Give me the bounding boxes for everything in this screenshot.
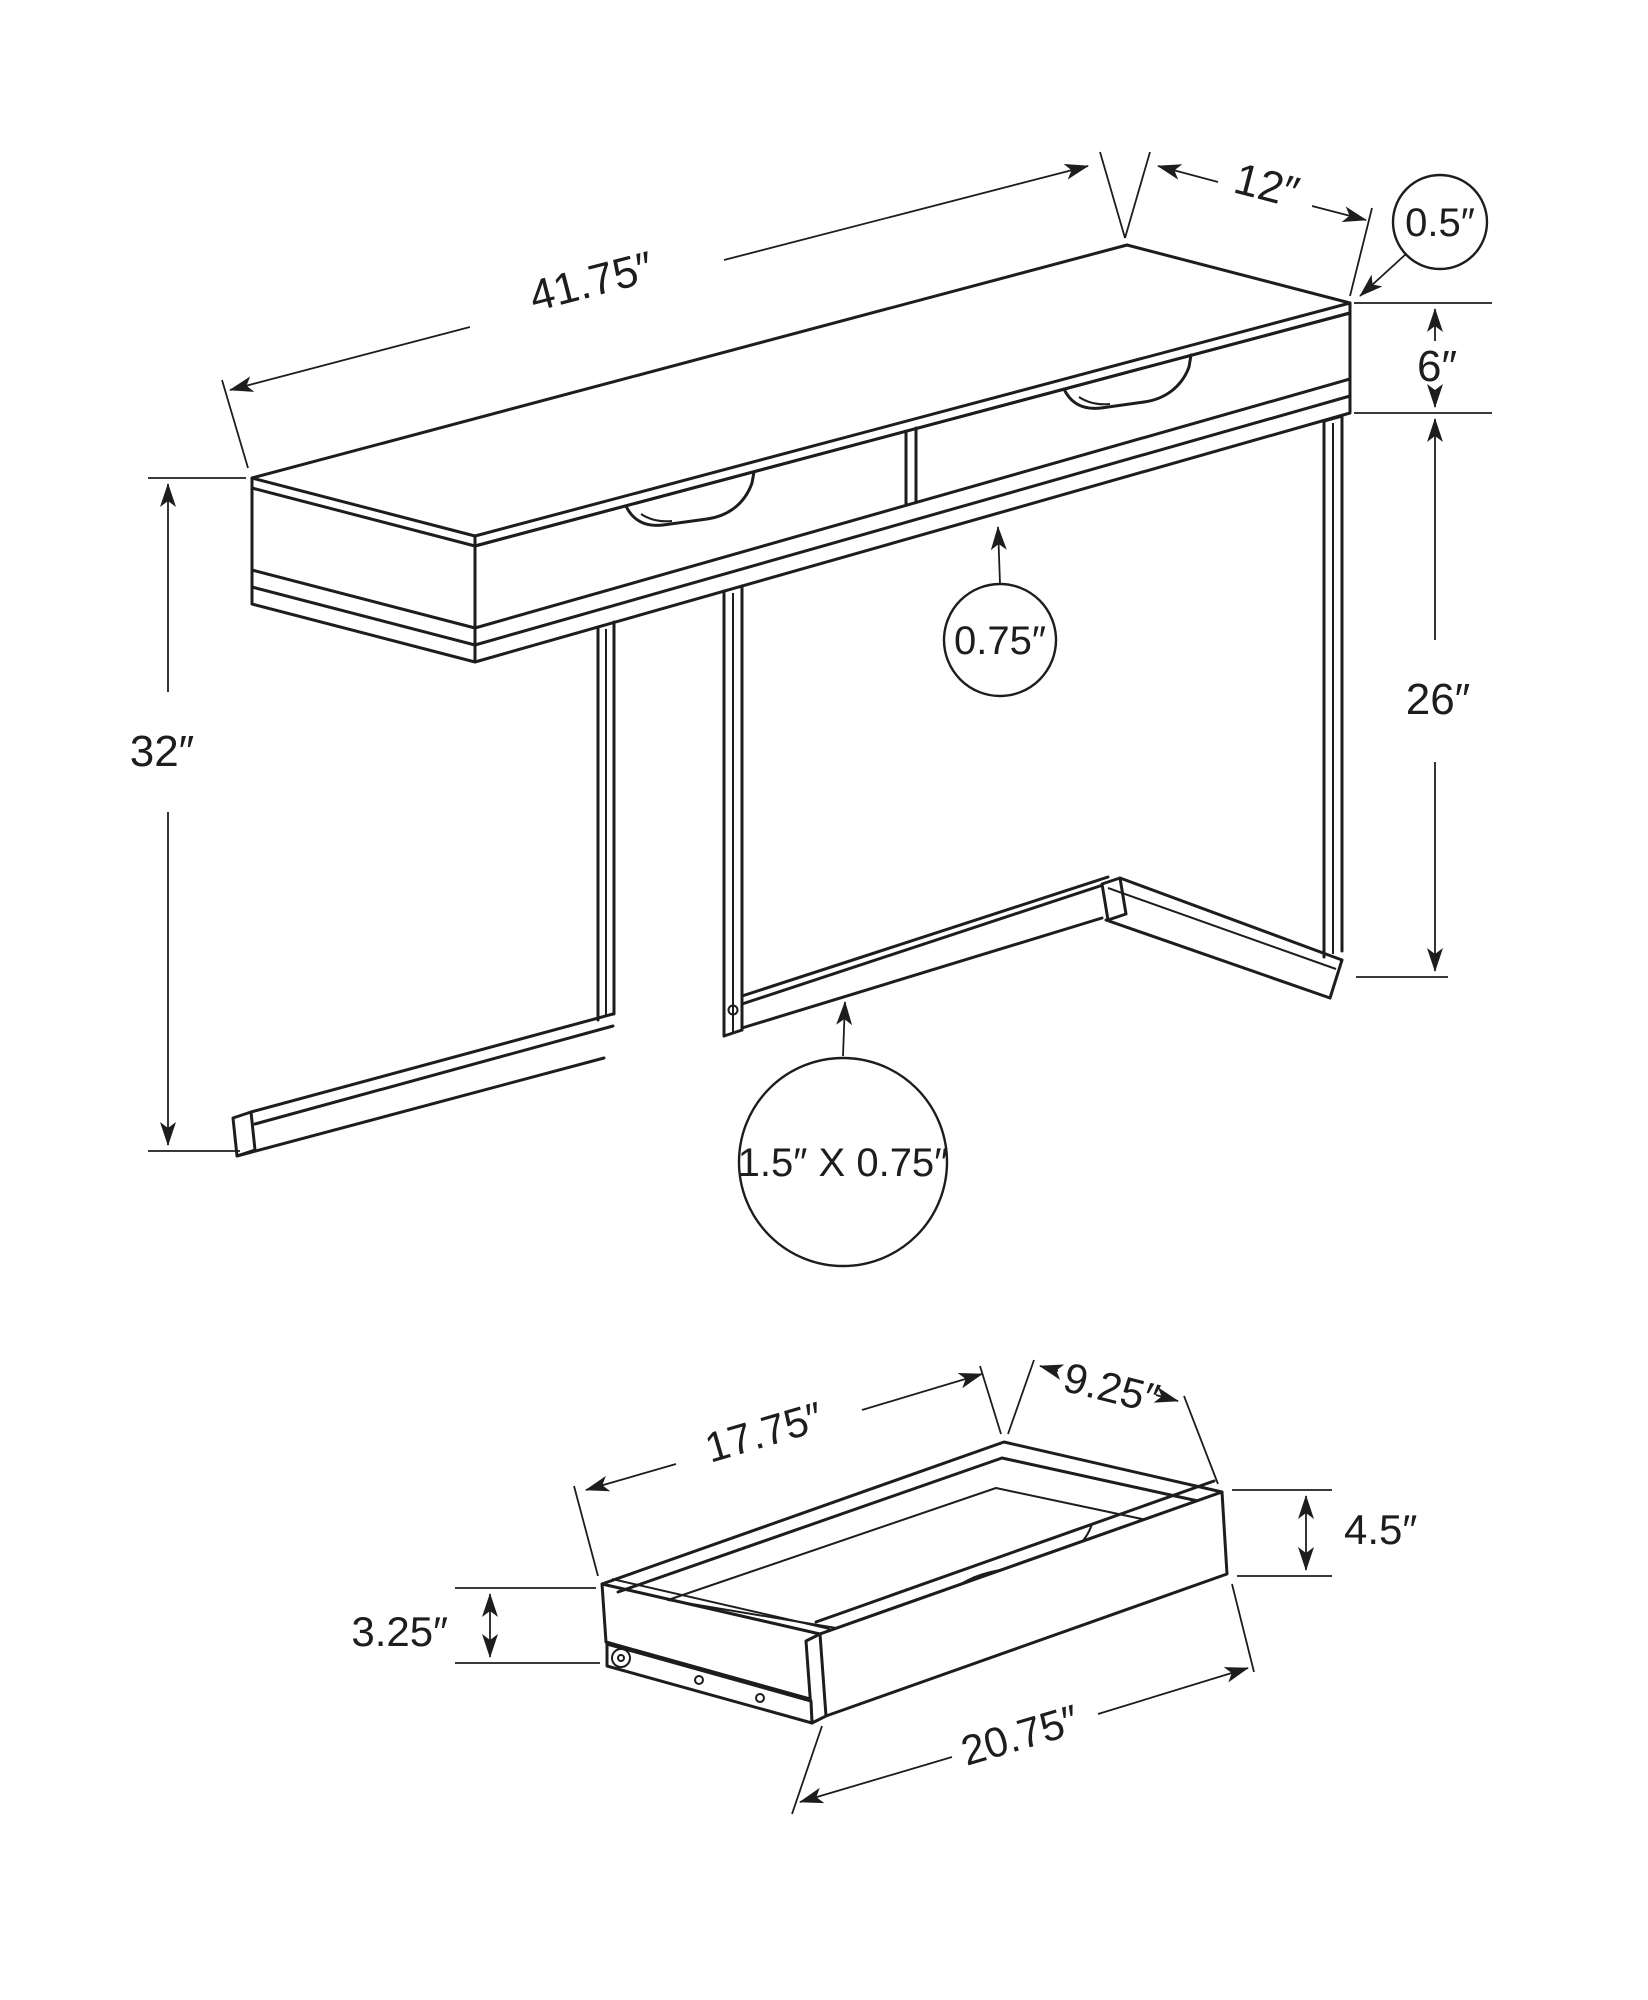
callout-tube-size-label: 1.5″ X 0.75″ — [738, 1141, 949, 1185]
slide-screw-hole — [694, 1675, 704, 1685]
dim-drawer-front-height-label: 4.5″ — [1344, 1506, 1417, 1553]
drawer-slide-rail — [605, 1642, 814, 1725]
drawer-handle-left — [624, 470, 756, 527]
dim-drawer-front-width-label: 20.75″ — [956, 1695, 1085, 1774]
dimension-apron-height-6: 6″ — [1354, 302, 1492, 414]
dim-depth-label: 12″ — [1229, 154, 1304, 218]
dim-apron-height-label: 6″ — [1417, 342, 1457, 391]
right-leg — [1322, 414, 1344, 959]
callout-tube-size: 1.5″ X 0.75″ — [738, 1001, 949, 1268]
dim-drawer-interior-depth-label: 9.25″ — [1059, 1353, 1164, 1422]
drawer-detail-view: 17.75″ 9.25″ 4.5″ 3.25″ 20.75″ — [351, 1353, 1417, 1815]
drawer-box — [600, 1440, 1229, 1725]
table-top — [250, 243, 1352, 548]
drawer-front-panel — [804, 1490, 1229, 1725]
slide-roller — [611, 1648, 631, 1668]
dimension-leg-clearance-26: 26″ — [1356, 418, 1471, 978]
slide-screw-hole — [755, 1693, 765, 1703]
dimension-overall-height-32: 32″ — [130, 477, 246, 1152]
table-isometric-view: 41.75″ 12″ 0.5″ 6″ 26″ — [130, 151, 1492, 1268]
dim-drawer-interior-length-label: 17.75″ — [700, 1393, 828, 1472]
callout-bottom-panel-label: 0.75″ — [954, 619, 1046, 663]
middle-post-front — [722, 584, 744, 1038]
slide-roller-axle — [617, 1654, 625, 1662]
callout-top-thickness-label: 0.5″ — [1405, 201, 1475, 245]
bolt-hole — [727, 1004, 739, 1016]
callout-bottom-panel-0-75: 0.75″ — [942, 526, 1058, 698]
dimension-drawer-side-height-3-25: 3.25″ — [351, 1587, 600, 1664]
middle-post-back — [596, 620, 616, 1022]
dim-overall-height-label: 32″ — [130, 727, 195, 776]
floor-stretcher — [740, 875, 1128, 1030]
drawer-side-wall — [600, 1582, 812, 1701]
dim-leg-clearance-label: 26″ — [1406, 675, 1471, 724]
callout-top-thickness-0-5: 0.5″ — [1359, 173, 1489, 297]
metal-base-frame — [231, 414, 1344, 1158]
dimension-drawer-front-height-4-5: 4.5″ — [1232, 1489, 1417, 1577]
right-bottom-rail — [1104, 876, 1344, 1000]
drawer-handle-right — [1062, 353, 1193, 410]
dim-length-label: 41.75″ — [524, 243, 658, 322]
floor-runner-left — [231, 1012, 615, 1158]
table-apron — [250, 311, 1352, 664]
dim-drawer-side-height-label: 3.25″ — [351, 1608, 448, 1655]
